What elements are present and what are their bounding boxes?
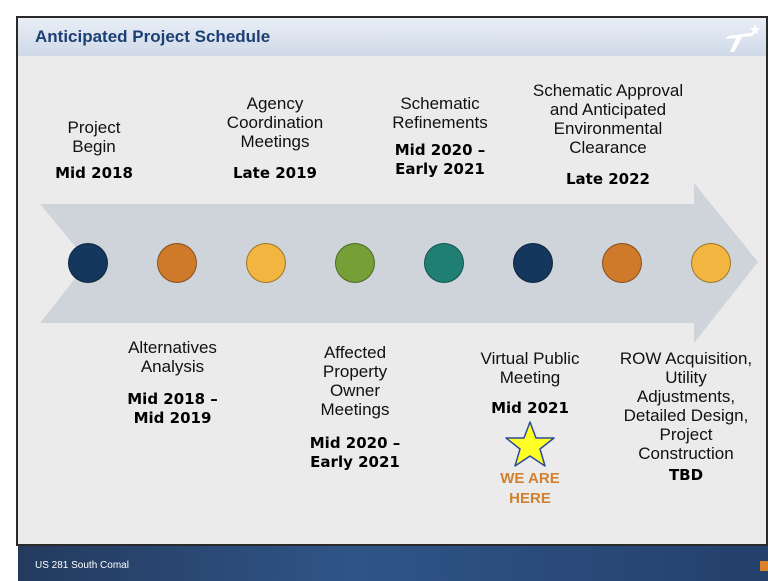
slide-header: Anticipated Project Schedule — [18, 18, 766, 56]
timeline-dot-6 — [513, 243, 553, 283]
timeline-dot-8 — [691, 243, 731, 283]
timeline-dot-4 — [335, 243, 375, 283]
slide-footer: US 281 South Comal — [18, 546, 768, 581]
milestone-date-virtual-public-meeting: Mid 2021 — [491, 399, 569, 417]
timeline-dot-7 — [602, 243, 642, 283]
timeline-dot-1 — [68, 243, 108, 283]
milestone-date-affected-property-owner: Mid 2020 –Early 2021 — [309, 434, 401, 471]
timeline-dot-3 — [246, 243, 286, 283]
star-icon — [505, 421, 555, 467]
milestone-date-project-begin: Mid 2018 — [55, 164, 133, 182]
milestone-date-schematic-approval: Late 2022 — [566, 170, 650, 188]
timeline-dot-5 — [424, 243, 464, 283]
slide-title: Anticipated Project Schedule — [35, 27, 271, 46]
milestone-date-schematic-refinements: Mid 2020 –Early 2021 — [394, 141, 486, 178]
footer-accent-mark — [760, 561, 768, 571]
milestone-date-agency-coordination: Late 2019 — [233, 164, 317, 182]
milestone-date-alternatives-analysis: Mid 2018 –Mid 2019 — [127, 390, 218, 427]
milestone-date-row-acquisition: TBD — [668, 466, 704, 484]
txdot-logo-icon — [726, 24, 761, 52]
timeline-dot-2 — [157, 243, 197, 283]
footer-text: US 281 South Comal — [35, 560, 129, 571]
